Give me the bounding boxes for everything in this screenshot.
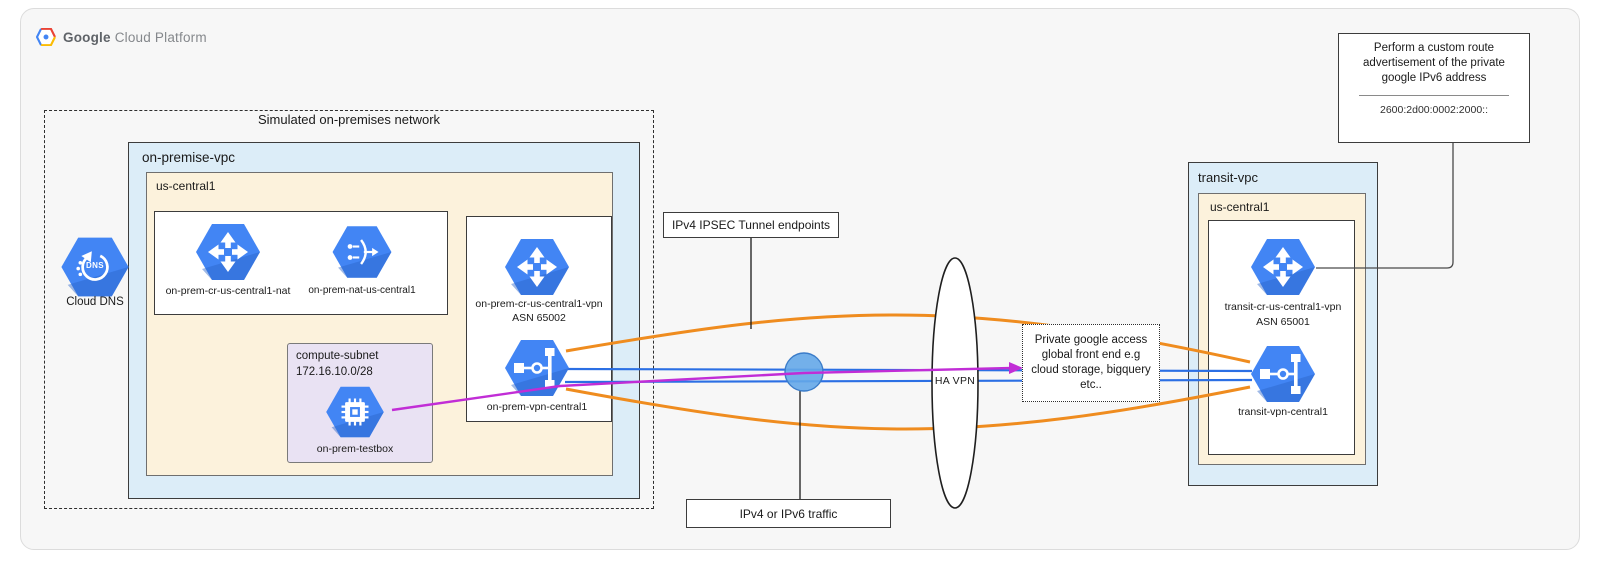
- cloud-router-vpn-icon: [505, 239, 569, 295]
- logo-rest-words: Cloud Platform: [114, 29, 207, 45]
- compute-subnet-name: compute-subnet: [296, 350, 379, 362]
- transit-router-label: transit-cr-us-central1-vpn: [1224, 301, 1342, 313]
- transit-router-asn: ASN 65001: [1256, 316, 1310, 328]
- transit-vpc-title: transit-vpc: [1198, 170, 1258, 185]
- transit-vpn-label: transit-vpn-central1: [1238, 406, 1328, 418]
- cloud-dns-label: Cloud DNS: [66, 296, 124, 308]
- compute-subnet-cidr: 172.16.10.0/28: [296, 365, 373, 378]
- cloud-vpn-gateway-icon: [505, 340, 569, 396]
- transit-router-icon: [1251, 239, 1315, 295]
- cloud-nat-icon: [333, 226, 392, 278]
- tunnel-lower-line: [565, 385, 1251, 431]
- testbox-label: on-prem-testbox: [316, 443, 394, 455]
- callout-box: Perform a custom route advertisement of …: [1338, 33, 1530, 143]
- private-google-access-box: Private google access global front end e…: [1022, 324, 1160, 402]
- uscentral1-right-title: us-central1: [1210, 200, 1270, 214]
- ha-vpn-label: HA VPN: [934, 375, 976, 387]
- compute-subnet-title: compute-subnet 172.16.10.0/28: [296, 349, 378, 380]
- dns-glyph-text: DNS: [85, 261, 105, 270]
- transit-vpn-gateway-icon: [1251, 346, 1315, 402]
- logo-google-word: Google: [63, 29, 111, 45]
- callout-ipv6-address: 2600:2d00:0002:2000::: [1379, 103, 1489, 116]
- onprem-vpc-title: on-premise-vpc: [142, 150, 236, 165]
- uscentral1-left-title: us-central1: [156, 179, 216, 193]
- purple-arrowhead-icon: [1009, 362, 1023, 374]
- nat-router-label: on-prem-cr-us-central1-nat: [165, 285, 291, 297]
- vpn-router-label: on-prem-cr-us-central1-vpn: [475, 298, 603, 310]
- simulated-onprem-box: [44, 110, 654, 509]
- logo-hexagon-icon: [36, 28, 56, 46]
- ha-vpn-ellipse: [931, 257, 979, 509]
- cloud-router-nat-icon: [196, 224, 260, 280]
- nat-label: on-prem-nat-us-central1: [308, 285, 416, 296]
- callout-connector-line: [1316, 143, 1454, 269]
- vpn-gateway-label: on-prem-vpn-central1: [486, 401, 588, 413]
- vpn-router-asn: ASN 65002: [512, 312, 566, 324]
- purple-traffic-line: [391, 366, 1013, 412]
- callout-divider: [1359, 94, 1509, 96]
- traffic-label-box: IPv4 or IPv6 traffic: [686, 499, 891, 528]
- compute-engine-icon: [326, 387, 384, 437]
- ipsec-label-box: IPv4 IPSEC Tunnel endpoints: [663, 212, 839, 238]
- simulated-network-title: Simulated on-premises network: [257, 112, 441, 127]
- callout-text: Perform a custom route advertisement of …: [1363, 42, 1505, 84]
